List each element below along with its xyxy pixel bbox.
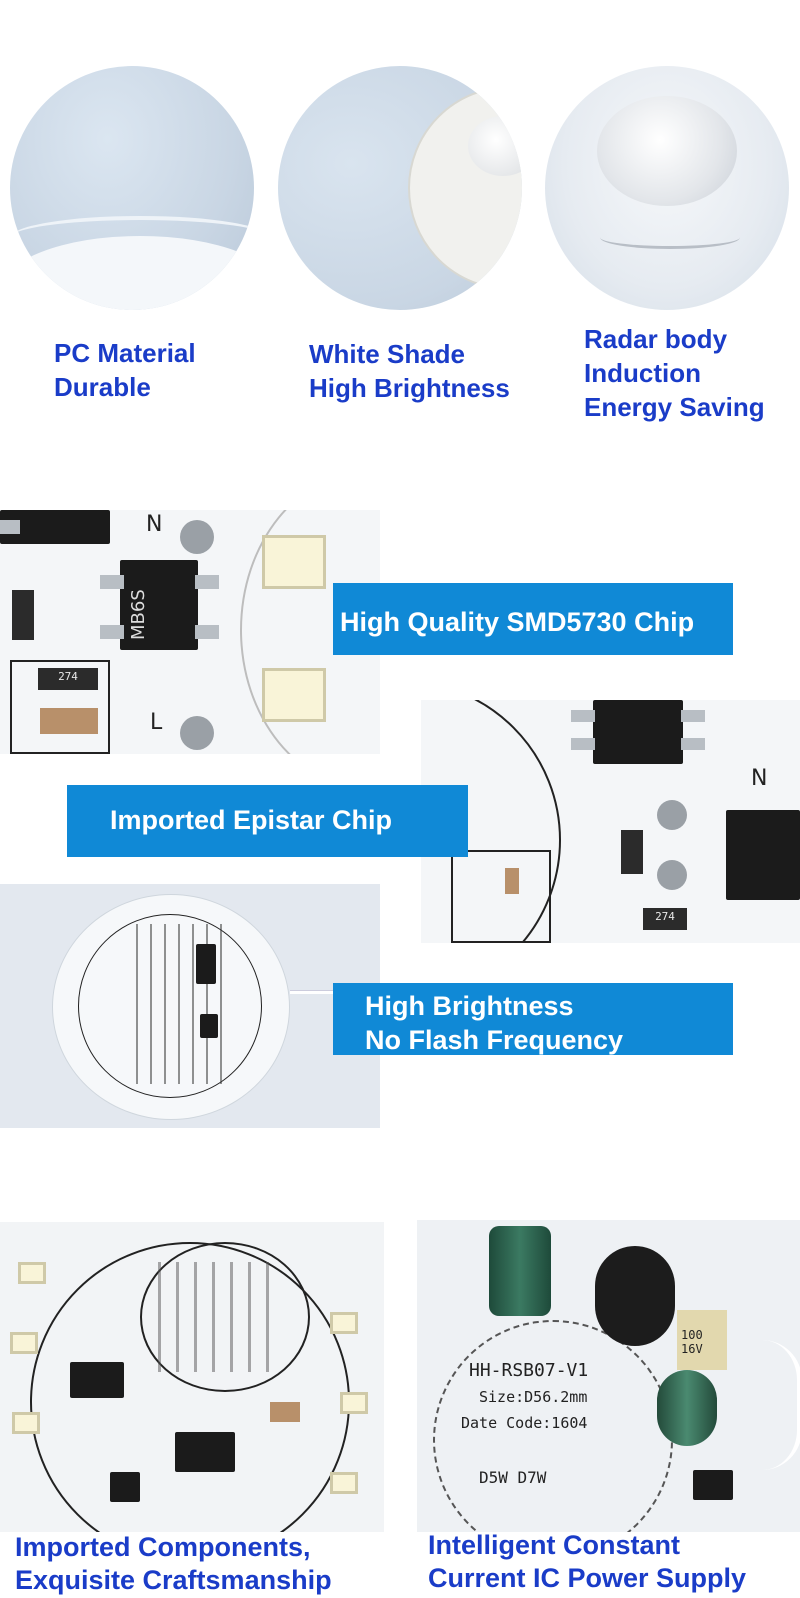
caption-line: Intelligent Constant (428, 1530, 680, 1560)
pcb-size-label: Size:D56.2mm (479, 1388, 588, 1406)
ic-chip (200, 1014, 218, 1038)
film-capacitor: 100 16V (677, 1310, 727, 1370)
silk-neutral: N (751, 766, 768, 791)
power-lead (737, 1340, 800, 1470)
ic-chip (593, 700, 683, 764)
capacitor (40, 708, 98, 734)
feature-label: Energy Saving (584, 392, 765, 422)
cap-rating: 100 16V (681, 1328, 703, 1356)
caption-line: Imported Components, (15, 1532, 311, 1562)
shade-slot (600, 226, 740, 249)
white-shade-photo (278, 66, 522, 310)
feature-label: White Shade (309, 339, 466, 369)
pcb-components-photo (0, 1222, 384, 1532)
resistor: 274 (38, 668, 98, 690)
component-area (150, 1262, 270, 1372)
feature-white-shade: White Shade High Brightness (309, 337, 510, 405)
banner-smd5730: High Quality SMD5730 Chip (333, 583, 733, 655)
smd-led (330, 1472, 358, 1494)
caption-imported-components: Imported Components, Exquisite Craftsman… (15, 1531, 332, 1597)
ic-chip (196, 944, 216, 984)
feature-label: Induction (584, 358, 701, 388)
capacitor (270, 1402, 300, 1422)
solder-via (180, 716, 214, 750)
silk-neutral: N (146, 512, 163, 537)
solder-via (657, 800, 687, 830)
capacitor (505, 868, 519, 894)
smd-led (10, 1332, 38, 1354)
transistor (110, 1472, 140, 1502)
banner-label: No Flash Frequency (365, 1025, 624, 1055)
feature-label: PC Material (54, 338, 196, 368)
smd-led (262, 535, 326, 589)
banner-label: High Brightness (365, 991, 574, 1021)
pcb-date-label: Date Code:1604 (461, 1414, 588, 1432)
banner-label: Imported Epistar Chip (110, 805, 393, 835)
banner-epistar: Imported Epistar Chip (67, 785, 468, 857)
led-module-photo (0, 884, 380, 1128)
smd-led (340, 1392, 368, 1414)
smd-led (18, 1262, 46, 1284)
pcb-model-label: HH-RSB07-V1 (469, 1360, 589, 1381)
feature-label: Durable (54, 372, 151, 402)
bridge-rectifier: MB6S (120, 560, 198, 650)
regulator-chip (693, 1470, 733, 1500)
feature-label: High Brightness (309, 373, 510, 403)
resistor (12, 590, 34, 640)
caption-constant-current: Intelligent Constant Current IC Power Su… (428, 1529, 746, 1595)
inductor (595, 1246, 675, 1346)
resistor (621, 830, 643, 874)
caption-line: Exquisite Craftsmanship (15, 1565, 332, 1595)
ic-chip (175, 1432, 235, 1472)
smd-led (330, 1312, 358, 1334)
silk-live: L (150, 710, 163, 735)
smd-led (12, 1412, 40, 1434)
sensor-dome (468, 116, 522, 176)
feature-pc-material: PC Material Durable (54, 336, 196, 404)
electrolytic-capacitor (657, 1370, 717, 1446)
radar-sensor-photo (545, 66, 789, 310)
resistor: 274 (643, 908, 687, 930)
bridge-rectifier (726, 810, 800, 900)
banner-high-brightness: High Brightness No Flash Frequency (333, 983, 733, 1055)
smd-led (262, 668, 326, 722)
bridge-label: MB6S (128, 589, 149, 640)
pcb-closeup-ic: N 274 (421, 700, 800, 943)
pc-material-photo (10, 66, 254, 310)
banner-label: High Quality SMD5730 Chip (340, 607, 695, 637)
solder-via (657, 860, 687, 890)
radar-lens (597, 96, 737, 206)
lamp-edge-line (10, 216, 254, 260)
pcb-closeup-bridge: N MB6S 274 L (0, 510, 380, 754)
feature-radar-body: Radar body Induction Energy Saving (584, 322, 765, 424)
solder-via (180, 520, 214, 554)
feature-label: Radar body (584, 324, 728, 354)
caption-line: Current IC Power Supply (428, 1563, 747, 1593)
pcb-driver-photo: 100 16V HH-RSB07-V1 Size:D56.2mm Date Co… (417, 1220, 800, 1532)
pcb-power-label: D5W D7W (479, 1468, 547, 1487)
ic-chip (70, 1362, 124, 1398)
power-lead (290, 990, 370, 994)
electrolytic-capacitor (489, 1226, 551, 1316)
